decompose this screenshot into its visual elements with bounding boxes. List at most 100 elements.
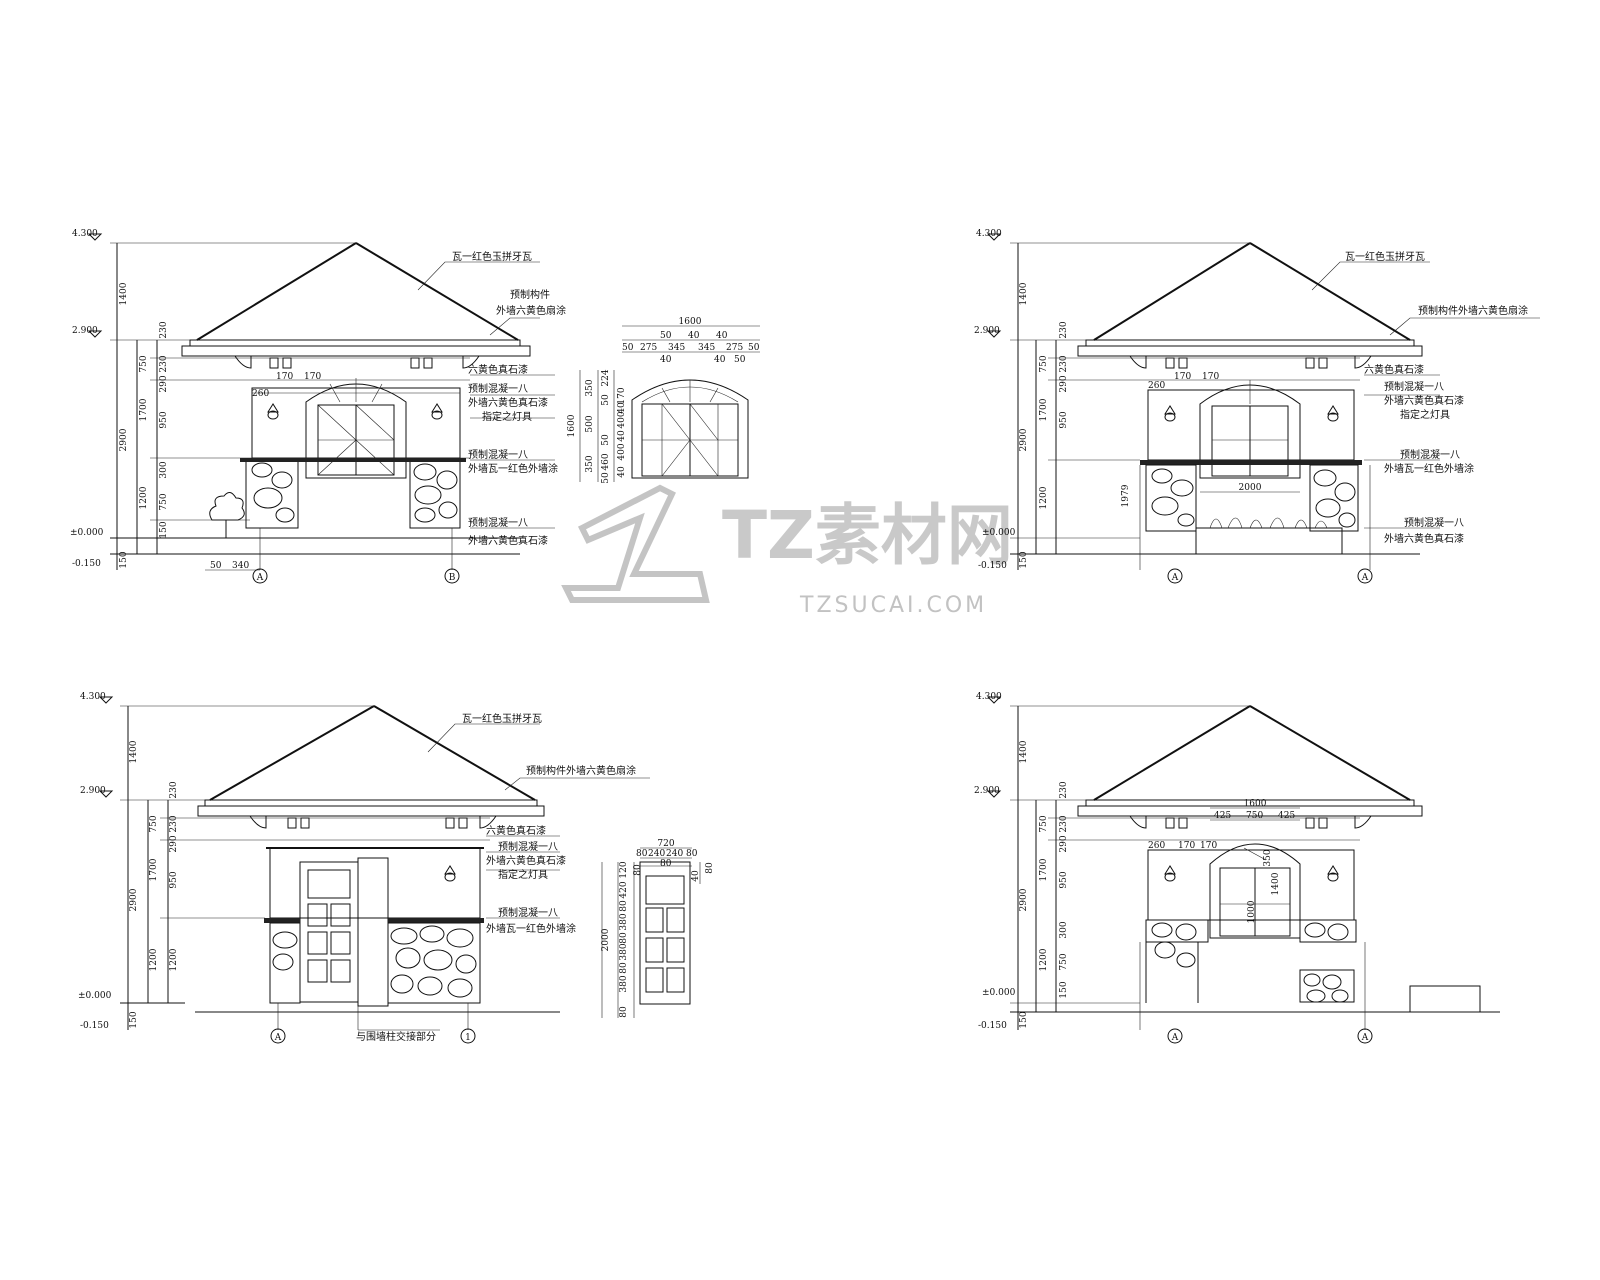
annotation: 预制构件外墙六黄色扇涂: [1418, 304, 1528, 317]
dimension: 50: [622, 343, 634, 353]
dimension: 150: [1019, 551, 1029, 568]
axis-label: A: [274, 1033, 282, 1043]
dimension: 230: [159, 355, 169, 372]
dimension: 1200: [139, 486, 149, 509]
annotation: 预制混凝一八: [498, 840, 558, 853]
column-hatch: [357, 857, 389, 1007]
watermark-brand: TZ素材网: [722, 497, 1013, 574]
annotation: 外墙六黄色扇涂: [496, 304, 566, 317]
lamp-icon: [267, 403, 279, 420]
dimension: 750: [1039, 815, 1049, 832]
dimension: 1000: [1247, 900, 1257, 923]
dimension: 275: [726, 343, 743, 353]
dimension: 170: [304, 372, 321, 382]
level-label: 2.900: [72, 326, 98, 336]
annotation: 预制混凝一八: [1404, 516, 1464, 529]
lamp-icon: [1164, 405, 1176, 422]
dimension: 300: [159, 461, 169, 478]
axis-label: A: [1171, 573, 1179, 583]
annotation: 瓦一红色玉拼牙瓦: [462, 712, 542, 725]
dimension: 40: [716, 331, 728, 341]
dimension: 230: [169, 781, 179, 798]
dimension: 380: [619, 975, 629, 992]
planter: [1195, 517, 1343, 555]
dimension: 50: [210, 561, 222, 571]
dimension: 80: [619, 962, 629, 974]
elevation-1: A B 4.300 2.900 ±0.000 -0.150 1400 230 7…: [70, 229, 566, 584]
annotation: 外墙六黄色真石漆: [1384, 394, 1464, 407]
annotation: 瓦一红色玉拼牙瓦: [1345, 250, 1425, 263]
annotation: 预制构件外墙六黄色扇涂: [526, 764, 636, 777]
dimension: 40: [617, 430, 627, 442]
dimension: 1400: [119, 282, 129, 305]
dimension: 425: [1214, 811, 1231, 821]
level-label: 4.300: [72, 229, 98, 239]
level-label: 2.900: [974, 326, 1000, 336]
watermark-url: TZSUCAI.COM: [799, 593, 987, 618]
dimension: 80: [705, 862, 715, 874]
dimension: 750: [139, 355, 149, 372]
dimension: 750: [1246, 811, 1263, 821]
dimension: 950: [1059, 411, 1069, 428]
dimension: 1700: [139, 398, 149, 421]
dimension: 350: [1263, 849, 1273, 866]
dimension: 170: [1178, 841, 1195, 851]
lamp-icon: [1327, 405, 1339, 422]
elevation-2: 2000 A A 4.300 2.900 ±0.000 -0.150 1400 …: [974, 229, 1540, 584]
axis-bubble: [1167, 568, 1183, 584]
annotation: 指定之灯具: [482, 410, 532, 423]
annotation: 外墙瓦一红色外墙涂: [468, 462, 558, 475]
annotation: 外墙瓦一红色外墙涂: [1384, 462, 1474, 475]
dimension: 460: [601, 453, 611, 470]
axis-label: A: [256, 573, 264, 583]
dimension: 80: [619, 1006, 629, 1018]
dimension: 1700: [1039, 398, 1049, 421]
dimension: 170: [1174, 372, 1191, 382]
annotation: 预制混凝一八: [1400, 448, 1460, 461]
axis-label: A: [1171, 1033, 1179, 1043]
annotation: 外墙六黄色真石漆: [486, 854, 566, 867]
level-label: ±0.000: [982, 988, 1016, 998]
dimension: 345: [668, 343, 685, 353]
dimension: 150: [1019, 1011, 1029, 1028]
lamp-icon: [444, 865, 456, 882]
dimension: 750: [1059, 953, 1069, 970]
annotation: 预制混凝一八: [1384, 380, 1444, 393]
dimension: 170: [617, 387, 627, 404]
dimension: 400: [617, 411, 627, 428]
dimension: 230: [1059, 355, 1069, 372]
dimension: 1400: [129, 740, 139, 763]
annotation: 六黄色真石漆: [1364, 363, 1424, 376]
axis-bubble: [444, 568, 460, 584]
dimension: 300: [1059, 921, 1069, 938]
dimension: 720: [657, 839, 674, 849]
dimension: 400: [617, 443, 627, 460]
level-label: -0.150: [978, 561, 1007, 571]
level-label: ±0.000: [78, 991, 112, 1001]
dimension: 260: [1148, 841, 1165, 851]
dimension: 340: [232, 561, 249, 571]
dimension: 150: [119, 551, 129, 568]
dimension: 50: [601, 394, 611, 406]
axis-label: 1: [465, 1033, 471, 1043]
dimension: 230: [1059, 321, 1069, 338]
dimension: 80: [686, 849, 698, 859]
level-label: -0.150: [72, 559, 101, 569]
dimension: 40: [617, 402, 627, 414]
dimension: 170: [276, 372, 293, 382]
annotation: 预制混凝一八: [468, 448, 528, 461]
annotation: 六黄色真石漆: [468, 363, 528, 376]
dimension: 50: [660, 331, 672, 341]
dimension: 240: [666, 849, 683, 859]
dimension: 2000: [1239, 483, 1262, 493]
dimension: 40: [688, 331, 700, 341]
dimension: 80: [619, 932, 629, 944]
dimension: 2900: [129, 888, 139, 911]
dimension: 170: [1200, 841, 1217, 851]
dimension: 950: [1059, 871, 1069, 888]
dimension: 40: [617, 466, 627, 478]
dimension: 1979: [1121, 484, 1131, 507]
axis-label: B: [449, 573, 456, 583]
level-label: 4.300: [80, 692, 106, 702]
dimension: 290: [1059, 375, 1069, 392]
